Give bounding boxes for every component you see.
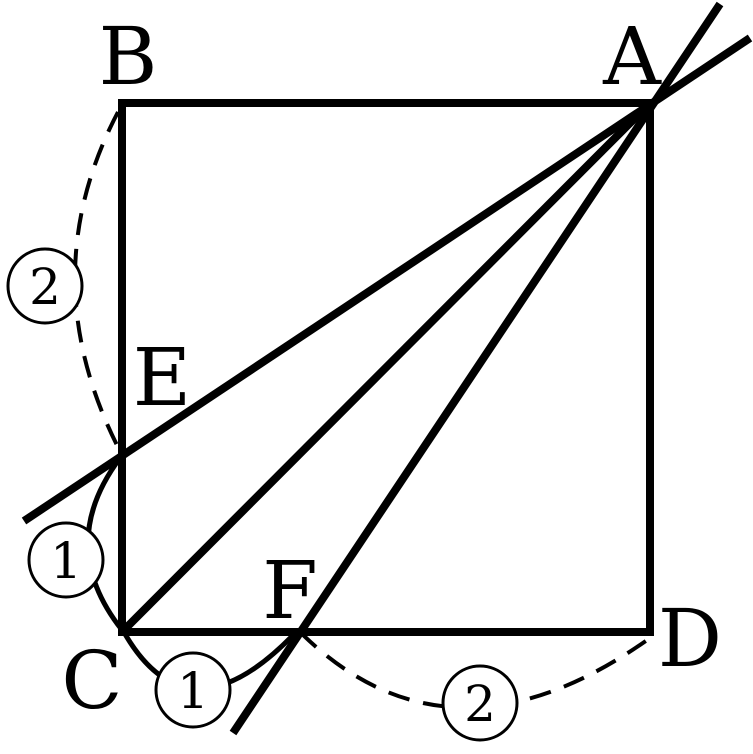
ratio-marker-fd <box>441 664 519 742</box>
ratio-label-fd: 2 <box>464 675 496 733</box>
point-label-e: E <box>133 331 191 424</box>
point-label-d: D <box>658 592 722 685</box>
point-label-b: B <box>99 10 158 103</box>
ratio-label-eb: 2 <box>29 258 61 316</box>
ratio-label-ce: 1 <box>50 532 82 590</box>
ratio-marker-cf <box>154 651 232 729</box>
point-label-f: F <box>262 544 318 637</box>
ratio-marker-eb <box>6 247 84 325</box>
line-ae-extended <box>21 34 753 525</box>
ratio-label-cf: 1 <box>177 662 209 720</box>
line-af-extended <box>229 1 724 736</box>
ratio-marker-ce <box>27 521 105 599</box>
point-label-a: A <box>602 10 662 103</box>
point-label-c: C <box>61 634 122 727</box>
diagonal-ac <box>119 100 653 635</box>
arc-b-to-e <box>73 111 124 456</box>
